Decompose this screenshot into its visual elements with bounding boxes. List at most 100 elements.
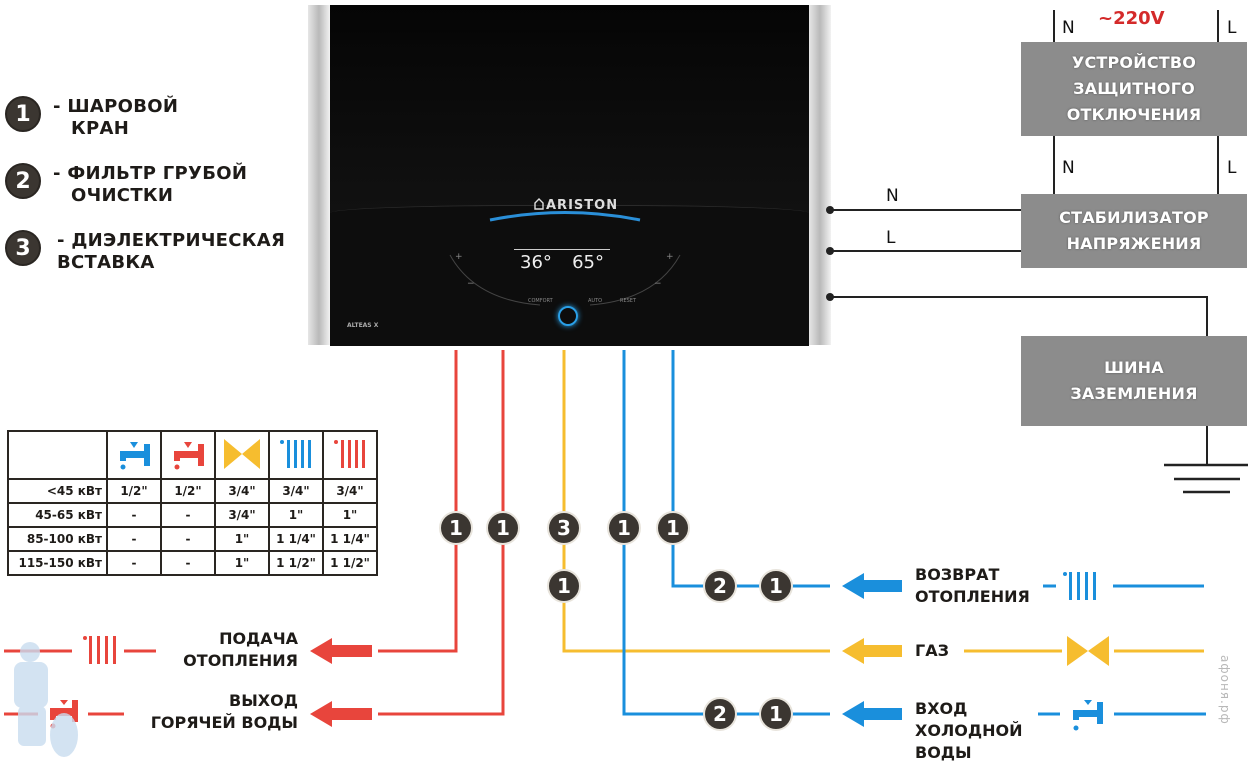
row-power: <45 кВт bbox=[7, 478, 108, 504]
return-radiator-icon bbox=[280, 439, 311, 468]
cold-water-tap-icon bbox=[120, 441, 150, 469]
dhw-plus-button[interactable]: + bbox=[666, 252, 674, 262]
n-label-top: N bbox=[1062, 18, 1075, 38]
legend-text: - ШАРОВОЙ bbox=[53, 96, 179, 117]
radiator-return-icon bbox=[1063, 572, 1096, 600]
auto-button[interactable]: AUTO bbox=[588, 298, 603, 304]
boiler-side-left bbox=[308, 5, 330, 345]
row-power: 45-65 кВт bbox=[7, 502, 108, 528]
cell: 1" bbox=[214, 550, 270, 576]
arrow-heating-supply bbox=[310, 638, 372, 664]
panel-curve-right bbox=[589, 254, 681, 306]
terminal-pe bbox=[826, 293, 834, 301]
table-row: 115-150 кВт - - 1" 1 1/2" 1 1/2" bbox=[7, 550, 378, 576]
ground-bus-box: ШИНА ЗАЗЕМЛЕНИЯ bbox=[1021, 336, 1247, 426]
cell: 1 1/4" bbox=[268, 526, 324, 552]
table-row: <45 кВт 1/2" 1/2" 3/4" 3/4" 3/4" bbox=[7, 478, 378, 504]
n-label-wire: N bbox=[886, 186, 899, 206]
cell: 1 1/2" bbox=[322, 550, 378, 576]
cold-tap-icon bbox=[1073, 700, 1103, 731]
watermark: афоня.рф bbox=[1218, 655, 1232, 725]
legend-text: КРАН bbox=[71, 118, 130, 139]
cell: - bbox=[160, 550, 216, 576]
gas-valve-icon bbox=[224, 438, 260, 469]
label-line: ВЫХОД bbox=[229, 691, 298, 710]
model-label: ALTEAS X bbox=[347, 322, 379, 329]
gas-valve-icon bbox=[1067, 636, 1109, 666]
comfort-button[interactable]: COMFORT bbox=[528, 298, 553, 304]
l-label-wire: L bbox=[886, 228, 896, 248]
label-heating-supply: ПОДАЧА ОТОПЛЕНИЯ bbox=[160, 628, 298, 672]
arrow-cold-water bbox=[842, 701, 902, 727]
table-header-supply bbox=[322, 430, 378, 480]
table-header-hot-tap bbox=[160, 430, 216, 480]
power-button[interactable] bbox=[558, 306, 578, 326]
boiler-display: 36° 65° bbox=[514, 249, 610, 275]
heating-minus-button[interactable]: − bbox=[467, 279, 475, 289]
table-header-row bbox=[7, 430, 378, 480]
label-line: ГАЗ bbox=[915, 641, 949, 660]
display-dhw-temp: 65° bbox=[572, 252, 604, 273]
table-header-return bbox=[268, 430, 324, 480]
label-line: ОТОПЛЕНИЯ bbox=[915, 587, 1030, 606]
cell: - bbox=[106, 502, 162, 528]
table-row: 45-65 кВт - - 3/4" 1" 1" bbox=[7, 502, 378, 528]
label-gas: ГАЗ bbox=[915, 640, 949, 662]
terminal-l bbox=[826, 247, 834, 255]
radiator-supply-icon bbox=[83, 636, 116, 664]
blue-accent-arc bbox=[489, 211, 641, 222]
label-cold-water-in: ВХОД ХОЛОДНОЙ ВОДЫ bbox=[915, 698, 1022, 764]
legend-text: ОЧИСТКИ bbox=[71, 185, 174, 206]
label-line: ПОДАЧА bbox=[219, 629, 298, 648]
cell: 3/4" bbox=[214, 502, 270, 528]
marker-gas-valve: 1 bbox=[547, 569, 581, 603]
arrow-heating-return bbox=[842, 573, 902, 599]
cell: 1" bbox=[214, 526, 270, 552]
pipe-hot-water bbox=[378, 350, 505, 716]
supply-radiator-icon bbox=[334, 439, 365, 468]
wire-ground bbox=[830, 296, 1208, 336]
cell: 1/2" bbox=[106, 478, 162, 504]
reset-button[interactable]: RESET bbox=[620, 298, 637, 304]
rcd-box: УСТРОЙСТВО ЗАЩИТНОГО ОТКЛЮЧЕНИЯ bbox=[1021, 42, 1247, 136]
display-heating-temp: 36° bbox=[520, 252, 552, 273]
cell: - bbox=[160, 526, 216, 552]
cell: - bbox=[106, 526, 162, 552]
dhw-minus-button[interactable]: − bbox=[654, 279, 662, 289]
marker-heating-supply-valve: 1 bbox=[439, 511, 473, 545]
label-line: ГОРЯЧЕЙ ВОДЫ bbox=[150, 713, 298, 732]
pipe-size-table: <45 кВт 1/2" 1/2" 3/4" 3/4" 3/4" 45-65 к… bbox=[7, 430, 378, 576]
marker-hot-water-valve: 1 bbox=[486, 511, 520, 545]
l-label-mid: L bbox=[1227, 158, 1237, 178]
pipe-gas bbox=[562, 350, 830, 653]
marker-return-filter: 2 bbox=[703, 569, 737, 603]
heating-plus-button[interactable]: + bbox=[455, 252, 463, 262]
table-header-cold-tap bbox=[106, 430, 162, 480]
marker-badge: 2 bbox=[5, 163, 41, 199]
label-hot-water-out: ВЫХОД ГОРЯЧЕЙ ВОДЫ bbox=[128, 690, 298, 734]
pipe-cold-water bbox=[622, 350, 830, 716]
pipe-heating-return bbox=[671, 350, 830, 588]
cell: 3/4" bbox=[214, 478, 270, 504]
brand-logo: ARISTON bbox=[546, 198, 619, 213]
arrow-hot-water bbox=[310, 701, 372, 727]
marker-return-valve-2: 1 bbox=[759, 569, 793, 603]
marker-cold-filter: 2 bbox=[703, 697, 737, 731]
label-line: ОТОПЛЕНИЯ bbox=[183, 651, 298, 670]
ariston-house-icon bbox=[534, 198, 544, 210]
hot-water-tap-icon bbox=[174, 441, 204, 469]
marker-cold-water-valve: 1 bbox=[607, 511, 641, 545]
panel-curve-left bbox=[449, 254, 541, 306]
boiler-side-right bbox=[809, 5, 831, 345]
legend-text: - ФИЛЬТР ГРУБОЙ bbox=[53, 163, 248, 184]
cell: 1/2" bbox=[160, 478, 216, 504]
table-corner-cell bbox=[7, 430, 108, 480]
cell: 1 1/2" bbox=[268, 550, 324, 576]
cell: 3/4" bbox=[322, 478, 378, 504]
cell: 1 1/4" bbox=[322, 526, 378, 552]
